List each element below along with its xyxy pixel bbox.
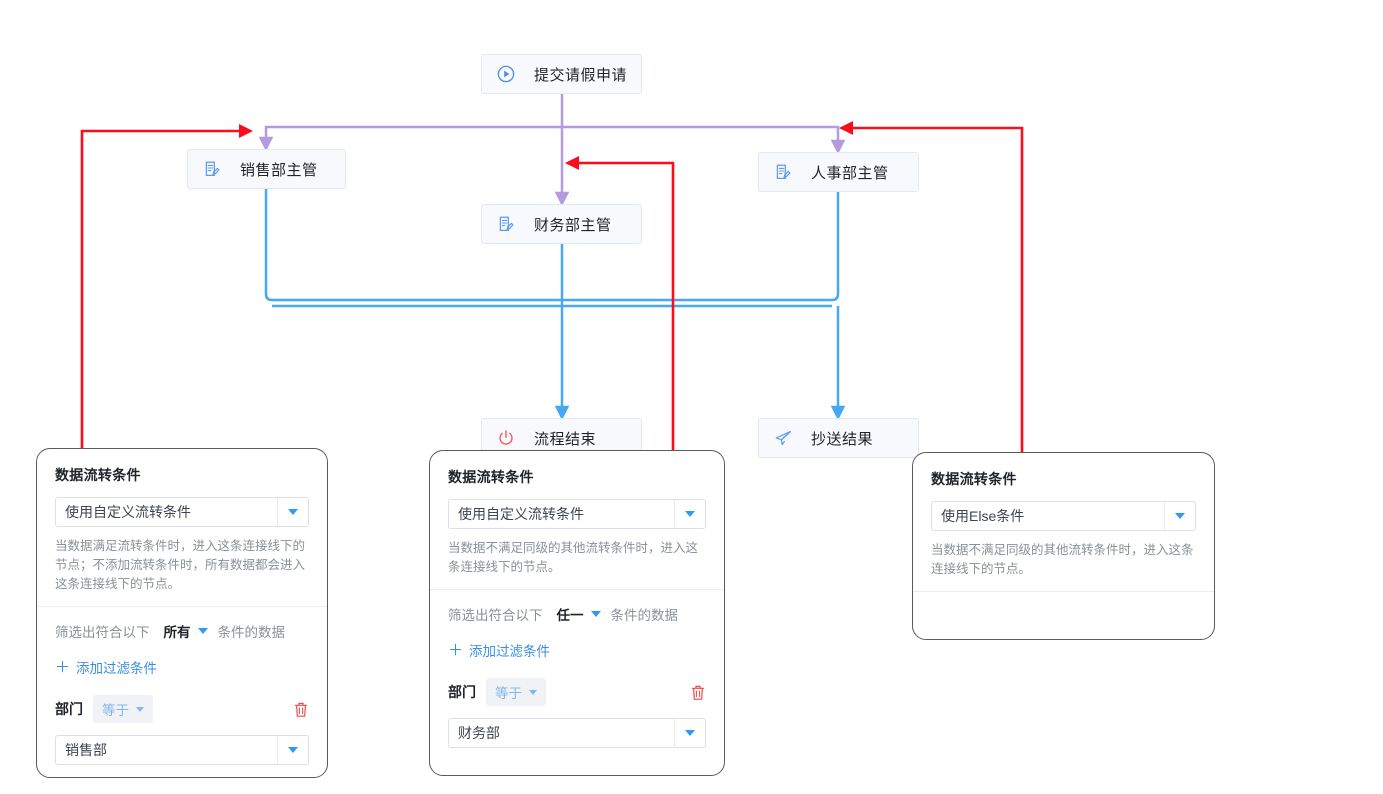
chevron-down-icon[interactable] bbox=[1164, 502, 1195, 530]
rule-value-text: 财务部 bbox=[458, 725, 500, 741]
chevron-down-icon bbox=[590, 611, 601, 617]
node-label: 销售部主管 bbox=[240, 161, 318, 179]
add-filter-label: 添加过滤条件 bbox=[76, 661, 158, 676]
chevron-down-icon[interactable] bbox=[674, 719, 705, 747]
rule-value-text: 销售部 bbox=[65, 742, 107, 758]
panel-divider bbox=[37, 606, 327, 607]
panel-divider bbox=[913, 591, 1214, 592]
rule-operator-value: 等于 bbox=[495, 686, 522, 701]
node-cc-result[interactable]: 抄送结果 bbox=[758, 418, 919, 458]
condition-mode-value: 使用Else条件 bbox=[941, 508, 1025, 524]
filter-match-value: 所有 bbox=[163, 625, 191, 640]
node-label: 流程结束 bbox=[534, 430, 597, 448]
edge-start-branch bbox=[258, 94, 846, 207]
trash-icon[interactable] bbox=[690, 684, 706, 701]
node-sales-supervisor[interactable]: 销售部主管 bbox=[187, 149, 346, 189]
panel-description: 当数据不满足同级的其他流转条件时，进入这条连接线下的节点。 bbox=[931, 543, 1194, 576]
chevron-down-icon[interactable] bbox=[277, 736, 308, 764]
node-label: 财务部主管 bbox=[534, 216, 612, 234]
node-label: 人事部主管 bbox=[811, 164, 889, 182]
filter-match-value: 任一 bbox=[556, 608, 584, 623]
filter-suffix-label: 条件的数据 bbox=[217, 625, 286, 640]
node-label: 提交请假申请 bbox=[534, 66, 628, 84]
panel-title: 数据流转条件 bbox=[931, 471, 1017, 487]
node-submit-leave-request[interactable]: 提交请假申请 bbox=[481, 54, 642, 94]
power-off-icon bbox=[496, 428, 516, 448]
rule-operator-select[interactable]: 等于 bbox=[93, 695, 153, 723]
condition-mode-select[interactable]: 使用自定义流转条件 bbox=[55, 497, 309, 527]
trash-icon[interactable] bbox=[293, 701, 309, 718]
add-filter-label: 添加过滤条件 bbox=[469, 644, 551, 659]
chevron-down-icon bbox=[529, 689, 537, 695]
rule-field-label: 部门 bbox=[55, 701, 83, 717]
filter-prefix-label: 筛选出符合以下 bbox=[55, 625, 150, 640]
condition-mode-select[interactable]: 使用自定义流转条件 bbox=[448, 499, 706, 529]
rule-operator-select[interactable]: 等于 bbox=[486, 678, 546, 706]
condition-rule-row: 部门 等于 bbox=[55, 695, 309, 723]
panel-title: 数据流转条件 bbox=[55, 467, 141, 483]
chevron-down-icon bbox=[136, 706, 144, 712]
condition-mode-value: 使用自定义流转条件 bbox=[458, 506, 584, 522]
chevron-down-icon[interactable] bbox=[277, 498, 308, 526]
paper-plane-icon bbox=[773, 428, 793, 448]
chevron-down-icon bbox=[197, 628, 208, 634]
add-filter-condition-button[interactable]: ＋ 添加过滤条件 bbox=[448, 640, 550, 660]
panel-description: 当数据不满足同级的其他流转条件时，进入这条连接线下的节点。 bbox=[448, 541, 699, 574]
node-hr-supervisor[interactable]: 人事部主管 bbox=[758, 152, 919, 192]
panel-description: 当数据满足流转条件时，进入这条连接线下的节点；不添加流转条件时，所有数据都会进入… bbox=[55, 539, 306, 591]
condition-mode-select[interactable]: 使用Else条件 bbox=[931, 501, 1196, 531]
condition-panel-finance: 数据流转条件 使用自定义流转条件 当数据不满足同级的其他流转条件时，进入这条连接… bbox=[429, 450, 725, 776]
condition-rule-row: 部门 等于 bbox=[448, 678, 706, 706]
panel-title: 数据流转条件 bbox=[448, 469, 534, 485]
chevron-down-icon[interactable] bbox=[674, 500, 705, 528]
filter-match-select[interactable]: 所有 bbox=[164, 621, 208, 641]
filter-prefix-label: 筛选出符合以下 bbox=[448, 608, 543, 623]
rule-value-select[interactable]: 财务部 bbox=[448, 718, 706, 748]
node-finance-supervisor[interactable]: 财务部主管 bbox=[481, 204, 642, 244]
play-circle-icon bbox=[496, 64, 516, 84]
add-filter-condition-button[interactable]: ＋ 添加过滤条件 bbox=[55, 657, 157, 677]
plus-icon: ＋ bbox=[55, 658, 71, 676]
node-label: 抄送结果 bbox=[811, 430, 874, 448]
panel-divider bbox=[430, 589, 724, 590]
approval-doc-icon bbox=[202, 159, 222, 179]
condition-panel-sales: 数据流转条件 使用自定义流转条件 当数据满足流转条件时，进入这条连接线下的节点；… bbox=[36, 448, 328, 778]
filter-match-line: 筛选出符合以下 所有 条件的数据 bbox=[55, 621, 309, 641]
plus-icon: ＋ bbox=[448, 641, 464, 659]
filter-match-select[interactable]: 任一 bbox=[557, 604, 601, 624]
rule-value-select[interactable]: 销售部 bbox=[55, 735, 309, 765]
rule-field-label: 部门 bbox=[448, 684, 476, 700]
condition-panel-else: 数据流转条件 使用Else条件 当数据不满足同级的其他流转条件时，进入这条连接线… bbox=[912, 452, 1215, 640]
condition-mode-value: 使用自定义流转条件 bbox=[65, 504, 191, 520]
approval-doc-icon bbox=[773, 162, 793, 182]
filter-match-line: 筛选出符合以下 任一 条件的数据 bbox=[448, 604, 706, 624]
rule-operator-value: 等于 bbox=[102, 703, 129, 718]
approval-doc-icon bbox=[496, 214, 516, 234]
filter-suffix-label: 条件的数据 bbox=[610, 608, 679, 623]
